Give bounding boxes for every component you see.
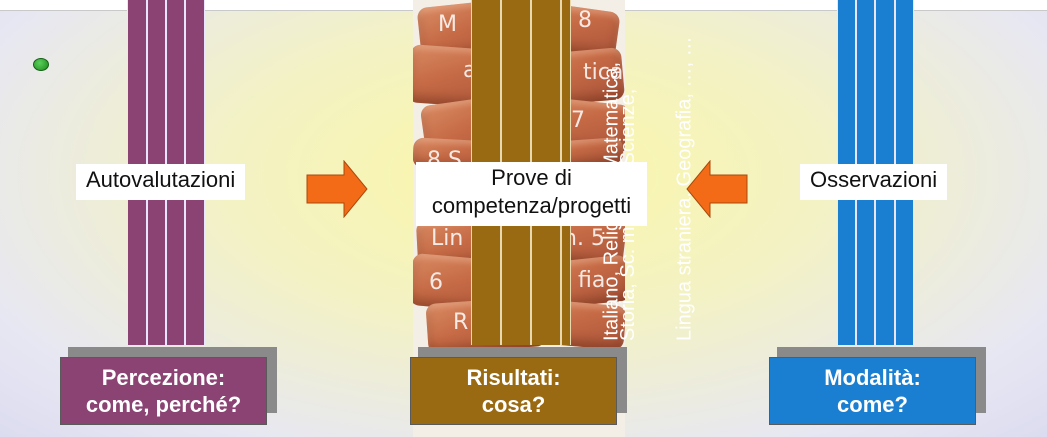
center-label: Prove di competenza/progetti: [416, 162, 647, 226]
right-base-line2: come?: [837, 392, 908, 417]
brick-label: Lin: [431, 226, 464, 251]
brick-label: 7: [571, 108, 585, 133]
left-base-line2: come, perché?: [85, 392, 242, 417]
left-base-line1: Percezione:: [101, 365, 226, 390]
center-base-line2: cosa?: [481, 392, 546, 417]
center-base-box: Risultati: cosa?: [410, 357, 617, 425]
right-base-line1: Modalità:: [824, 365, 921, 390]
left-arrow-icon: [686, 160, 748, 218]
right-base-box: Modalità: come?: [769, 357, 976, 425]
right-label: Osservazioni: [800, 164, 948, 200]
brick-label: R: [453, 310, 469, 335]
left-label: Autovalutazioni: [76, 164, 246, 200]
brick-label: fia: [578, 268, 606, 293]
left-base-box: Percezione: come, perché?: [60, 357, 267, 425]
center-label-line1: Prove di: [491, 165, 572, 190]
center-label-line2: competenza/progetti: [431, 193, 632, 218]
brick-label: tica: [583, 60, 624, 85]
brick-label: M: [438, 12, 457, 37]
center-base-line1: Risultati:: [466, 365, 561, 390]
brick-label: 8: [578, 8, 592, 33]
bullet-dot-icon: [33, 58, 49, 71]
right-arrow-icon: [306, 160, 368, 218]
brick-label: 6: [429, 270, 443, 295]
